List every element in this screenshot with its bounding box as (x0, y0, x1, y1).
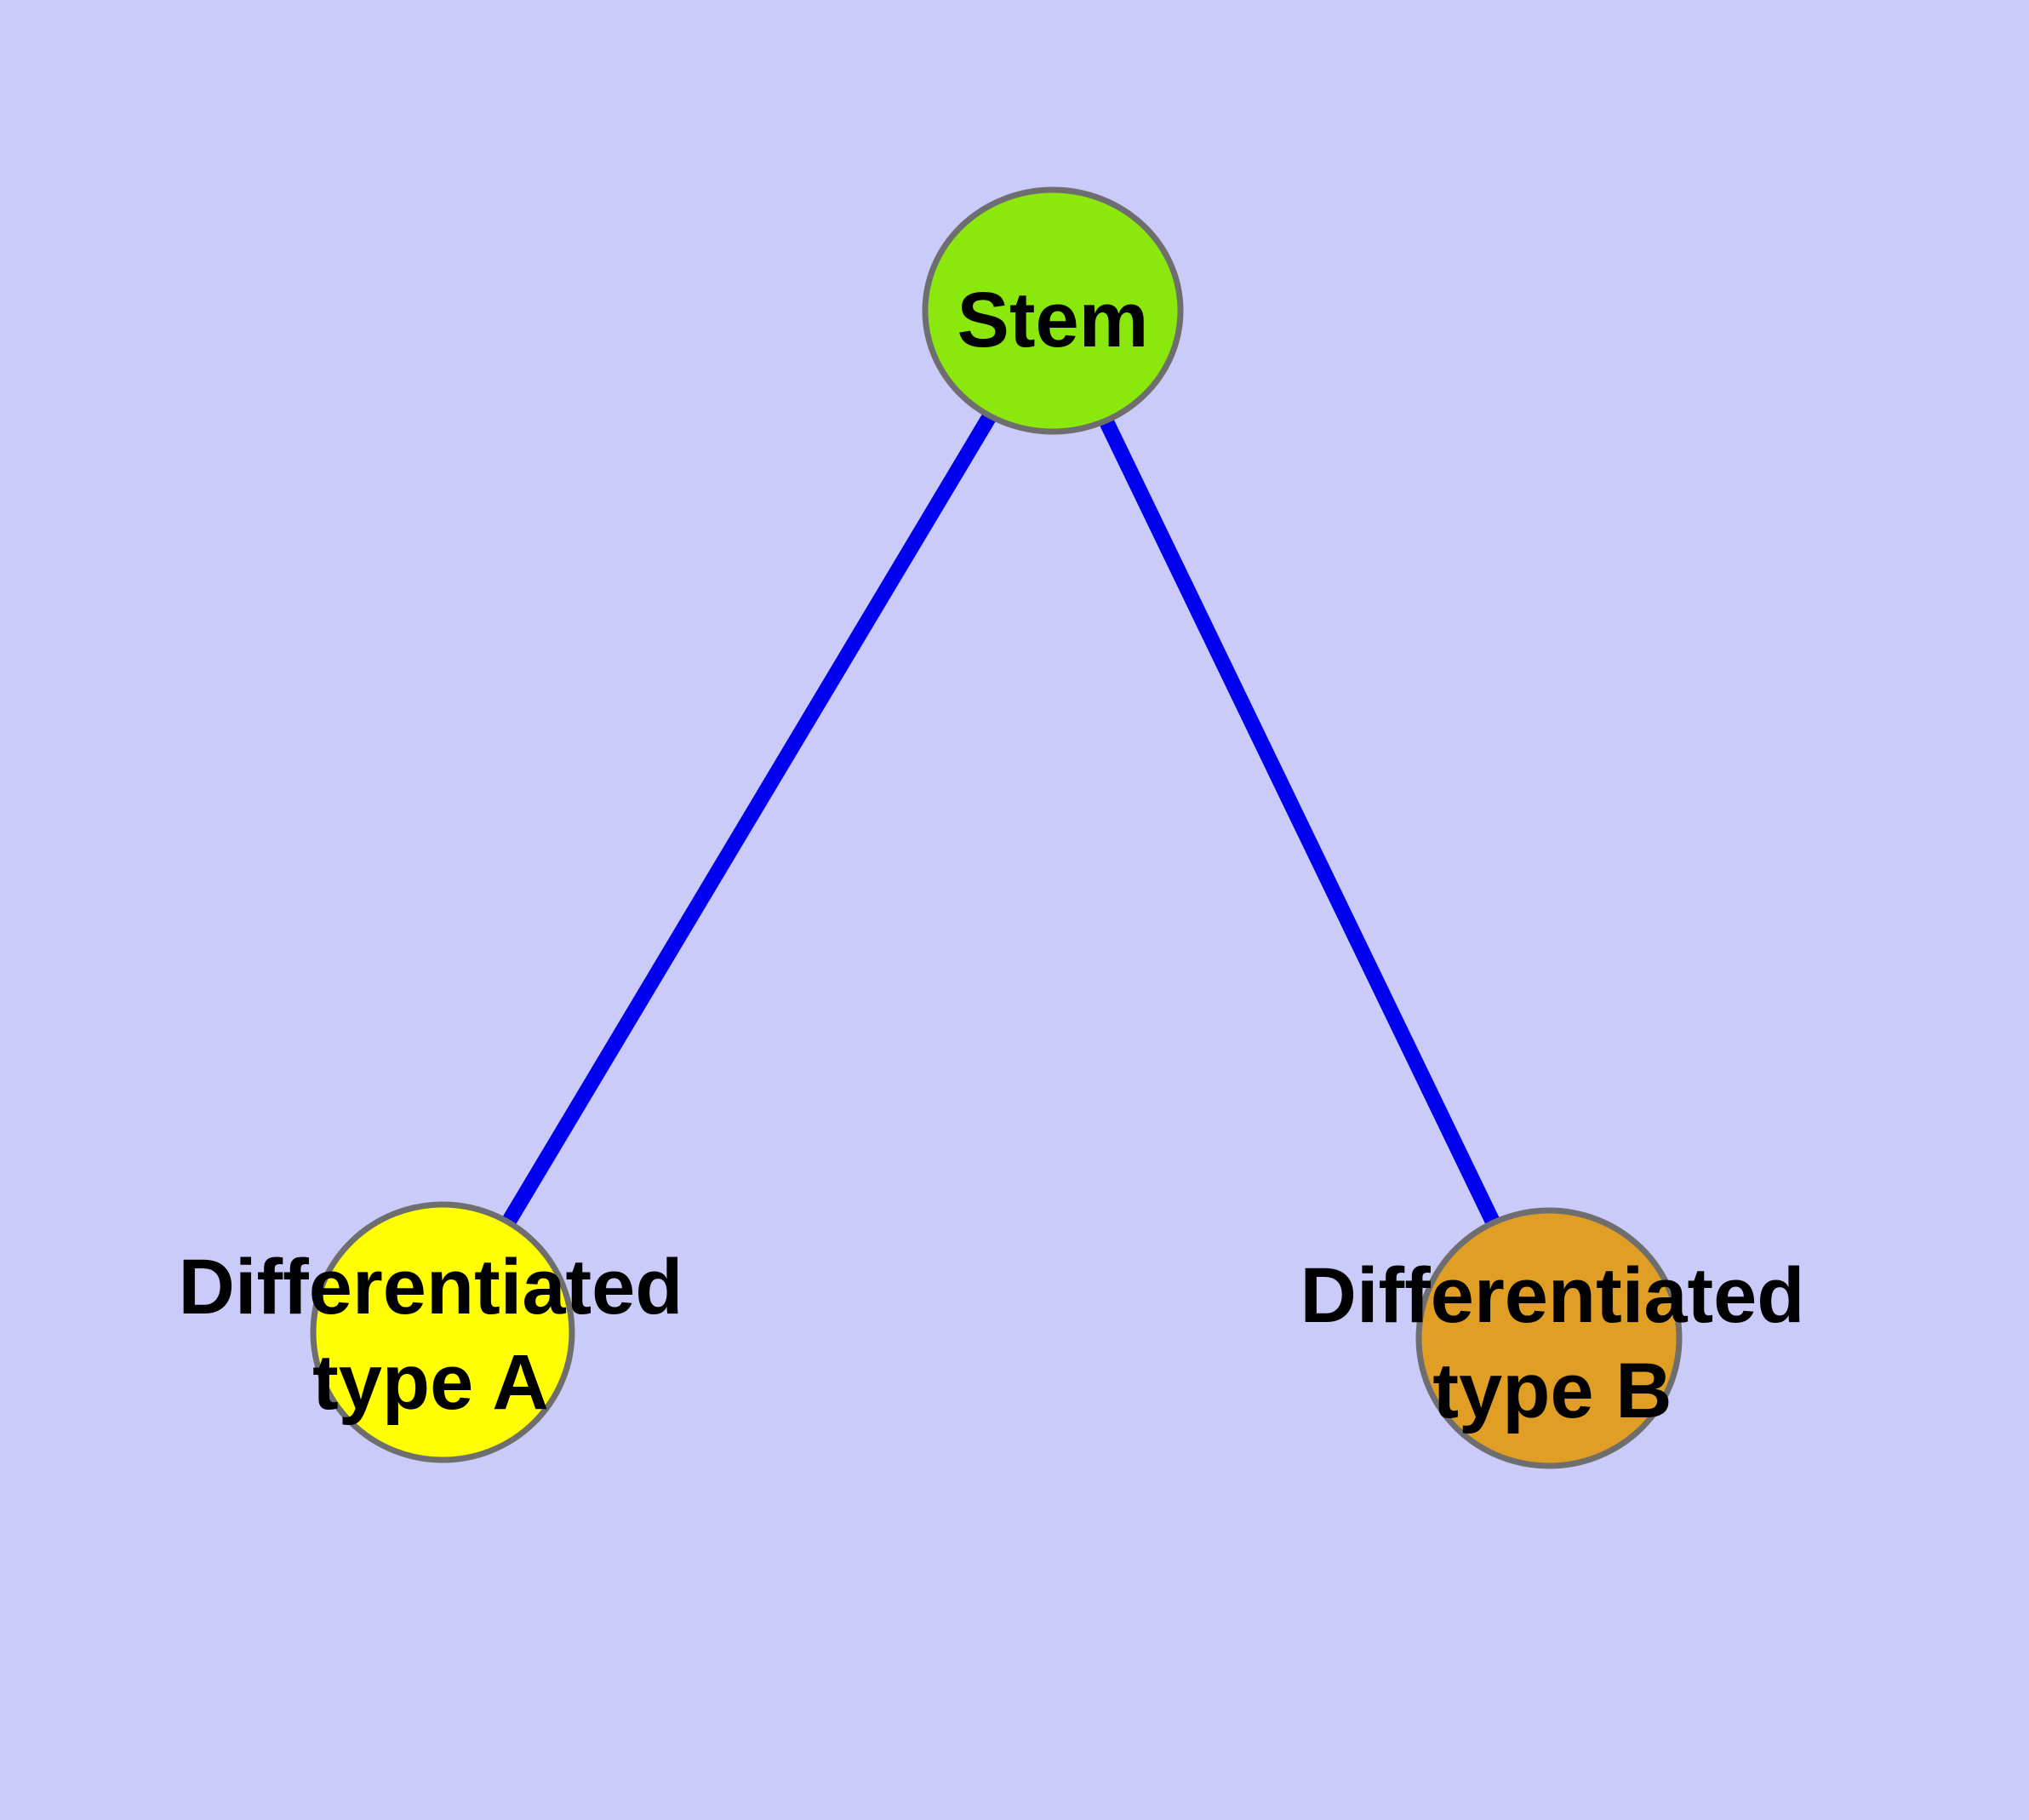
node-differentiated-type-b-label-line2: type B (1432, 1348, 1672, 1434)
node-differentiated-type-b-label: Differentiated type B (1300, 1248, 1805, 1439)
edge-stem-to-type-a (436, 306, 1060, 1336)
node-differentiated-type-a-circle (310, 1201, 575, 1463)
node-differentiated-type-b-circle (1415, 1207, 1683, 1469)
node-differentiated-type-b-label-line1: Differentiated (1300, 1252, 1805, 1339)
node-stem-label-line: Stem (957, 277, 1149, 363)
node-stem-label: Stem (957, 272, 1149, 368)
node-stem-circle (922, 186, 1184, 435)
node-differentiated-type-a-label: Differentiated type A (179, 1239, 683, 1430)
node-differentiated-type-a-label-line2: type A (312, 1339, 549, 1426)
edge-stem-to-type-b (1045, 307, 1557, 1342)
node-differentiated-type-a-label-line1: Differentiated (178, 1244, 683, 1331)
